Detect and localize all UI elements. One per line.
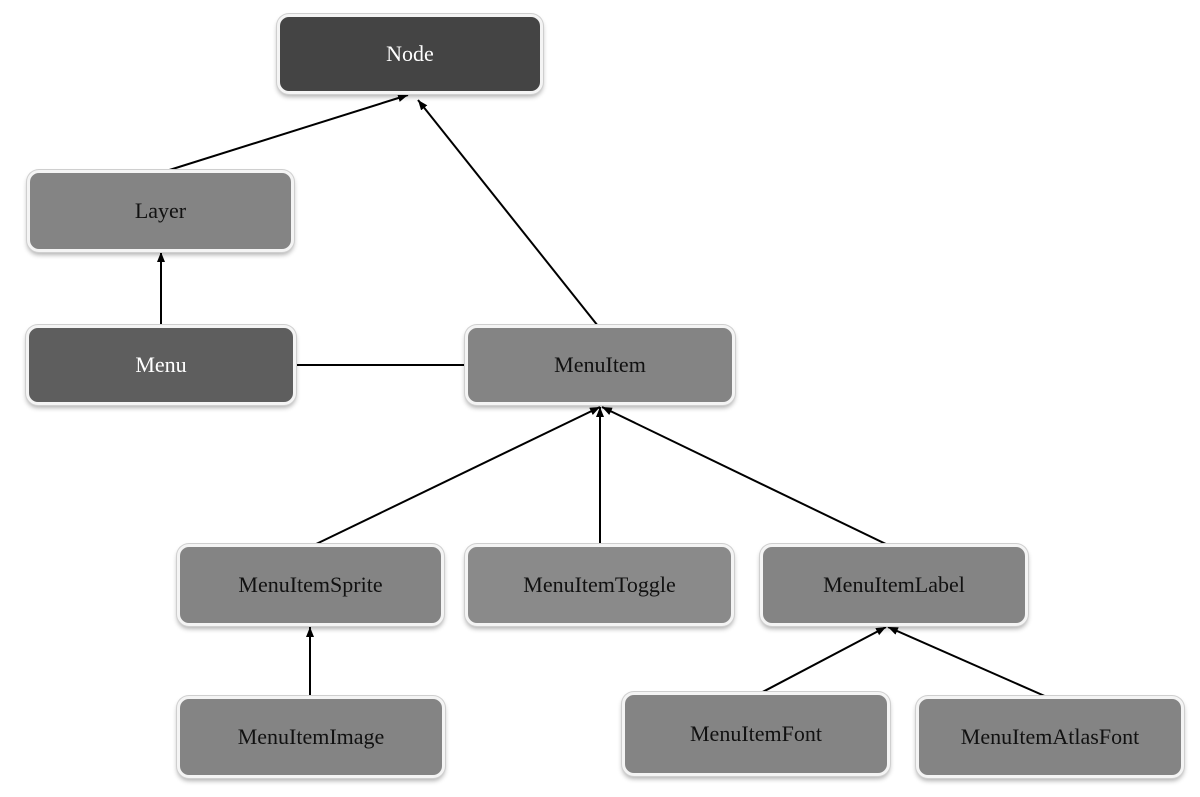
menuitem-label-box: MenuItemLabel [760,544,1028,626]
layer-label: Layer [134,198,187,223]
edge-menuitem-atlas-font-to-menuitem-label [887,626,1048,698]
edge-layer-to-node [162,94,409,173]
edge-menuitem-sprite-to-menuitem [311,406,601,547]
node-label: Node [386,41,434,66]
menuitem-atlas-font-label: MenuItemAtlasFont [960,724,1140,749]
menuitem-box: MenuItem [465,325,735,405]
menuitem-sprite-label: MenuItemSprite [238,572,383,597]
layer-box: Layer [27,170,294,252]
node-box: Node [277,14,543,94]
menuitem-toggle-box: MenuItemToggle [465,544,734,626]
menuitem-label: MenuItem [554,352,646,377]
edge-menuitem-font-to-menuitem-label [754,626,887,697]
edge-menuitem-to-node [417,99,599,327]
menu-label: Menu [135,352,187,377]
menu-box: Menu [26,325,296,405]
menuitem-atlas-font-box: MenuItemAtlasFont [916,696,1184,778]
menuitem-toggle-label: MenuItemToggle [523,572,676,597]
edge-menuitem-label-to-menuitem [601,406,891,547]
menuitem-image-label: MenuItemImage [237,724,385,749]
menuitem-sprite-box: MenuItemSprite [177,544,444,626]
menuitem-font-box: MenuItemFont [622,692,890,776]
menuitem-font-label: MenuItemFont [690,721,822,746]
menuitem-label-label: MenuItemLabel [823,572,965,597]
menuitem-image-box: MenuItemImage [177,696,445,778]
